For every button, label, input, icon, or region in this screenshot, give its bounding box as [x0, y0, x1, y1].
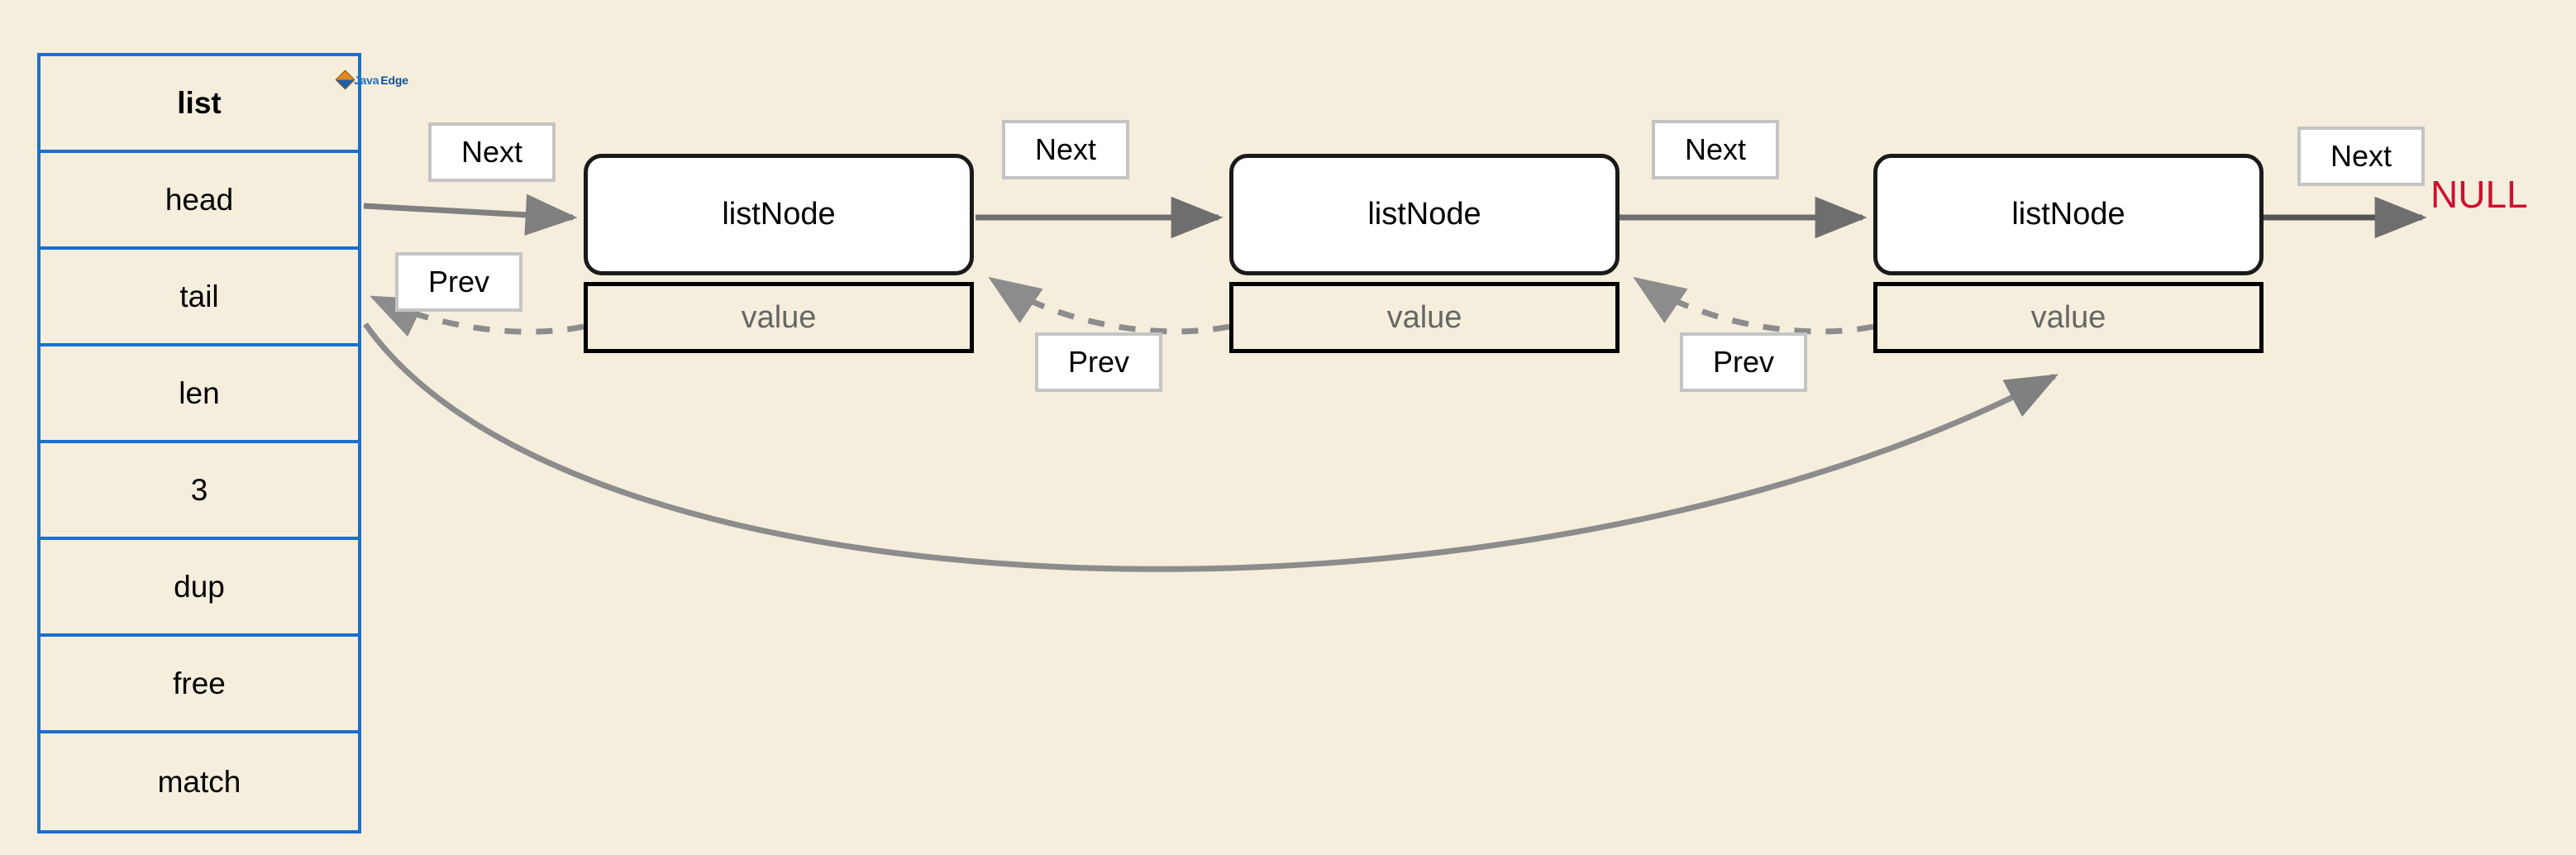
edge-label-prev-1-text: Prev: [427, 265, 490, 299]
edge-label-next-1: Next: [428, 122, 556, 182]
list-node-2-label: listNode: [1367, 197, 1481, 232]
struct-field-head: head: [165, 182, 234, 217]
list-node-3-value-label: value: [2030, 299, 2106, 335]
struct-row-match: match: [41, 733, 358, 830]
edge-label-prev-3: Prev: [1680, 332, 1807, 392]
list-node-3-value: value: [1873, 282, 2264, 353]
struct-field-free: free: [173, 666, 226, 700]
edge-label-prev-2-text: Prev: [1067, 345, 1130, 379]
edge-label-prev-1: Prev: [395, 252, 522, 312]
list-node-3-label: listNode: [2011, 197, 2125, 232]
struct-row-head: head: [41, 153, 358, 250]
edge-label-next-1-text: Next: [460, 135, 523, 169]
list-node-1: listNode: [584, 154, 974, 275]
list-node-1-value-label: value: [741, 299, 817, 335]
edge-label-next-3: Next: [1652, 120, 1779, 179]
edge-label-next-3-text: Next: [1684, 132, 1747, 166]
struct-title-label: list: [177, 85, 222, 120]
list-node-3: listNode: [1873, 154, 2264, 275]
null-terminator-text: NULL: [2431, 173, 2528, 216]
list-node-2-value: value: [1229, 282, 1620, 353]
list-node-2: listNode: [1229, 154, 1620, 275]
list-node-2-value-label: value: [1386, 299, 1462, 335]
struct-field-len: len: [179, 375, 220, 410]
edge-label-next-2: Next: [1002, 120, 1129, 179]
edge-label-next-4: Next: [2297, 127, 2425, 186]
watermark-text-edge: Edge: [380, 73, 408, 87]
struct-value-len: 3: [190, 472, 208, 507]
struct-row-tail: tail: [41, 250, 358, 346]
struct-row-title: list: [41, 56, 358, 153]
struct-row-len-value: 3: [41, 443, 358, 540]
struct-field-tail: tail: [179, 279, 219, 313]
null-terminator: NULL: [2431, 172, 2528, 217]
edge-label-prev-2: Prev: [1035, 332, 1162, 392]
edge-head-to-node1: [363, 193, 578, 236]
edge-prev-node2-node1: [988, 276, 1230, 335]
struct-field-dup: dup: [174, 569, 225, 604]
list-node-1-value: value: [584, 282, 974, 353]
edge-label-next-4-text: Next: [2330, 139, 2392, 173]
struct-field-match: match: [157, 764, 241, 799]
struct-row-free: free: [41, 637, 358, 733]
list-node-1-label: listNode: [722, 197, 836, 232]
list-struct-table: list head tail len 3 dup free match: [37, 53, 361, 834]
edge-label-next-2-text: Next: [1034, 132, 1097, 166]
struct-row-len: len: [41, 346, 358, 443]
edge-label-prev-3-text: Prev: [1712, 345, 1775, 379]
edge-prev-node3-node2: [1633, 276, 1874, 335]
struct-row-dup: dup: [41, 540, 358, 637]
